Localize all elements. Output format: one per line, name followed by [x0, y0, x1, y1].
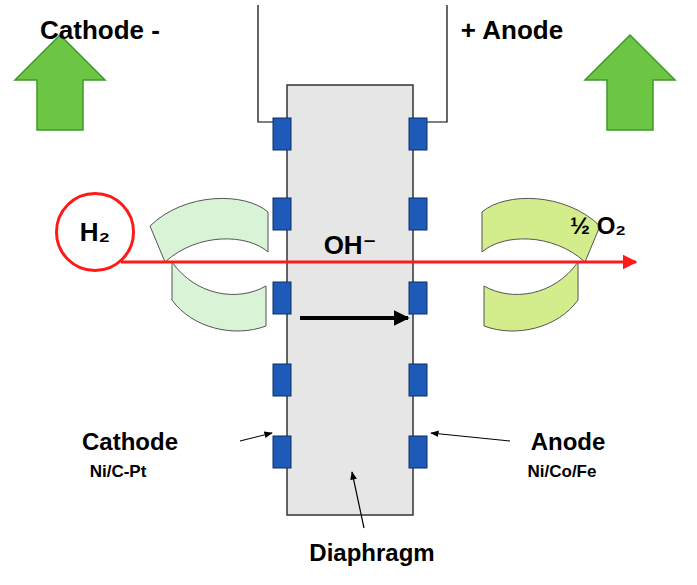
flow-line: [121, 261, 636, 264]
leader-arrow: [240, 433, 272, 441]
terminal-label: + Anode: [461, 16, 563, 45]
up-arrow: [585, 35, 675, 130]
up-arrow: [15, 35, 105, 130]
ion-arrow: [300, 316, 408, 320]
electrode-pad: [409, 198, 427, 230]
diaphragm: OH⁻: [287, 85, 413, 515]
electrode-pad: [409, 118, 427, 150]
electrode-pad: [409, 282, 427, 314]
leader-arrow: [431, 433, 510, 441]
electrode-pad: [273, 364, 291, 396]
electrode-pads: [273, 118, 427, 468]
gas-label: ½ O₂: [570, 213, 626, 239]
material-label: Ni/Co/Fe: [528, 463, 597, 482]
part-label: Diaphragm: [309, 540, 434, 566]
electrode-pad: [273, 198, 291, 230]
gas-ribbon: [150, 198, 268, 331]
electrode-pad: [409, 436, 427, 468]
terminal-label: Cathode -: [40, 16, 160, 45]
anode-wire: [425, 5, 447, 122]
ion-label: OH⁻: [321, 231, 380, 260]
electrode-pad: [273, 282, 291, 314]
leader-arrow: [352, 472, 364, 528]
material-label: Ni/C-Pt: [90, 463, 147, 482]
electrode-pad: [273, 118, 291, 150]
gas-label: H₂: [80, 218, 110, 247]
cathode-wire: [258, 5, 276, 122]
electrode-pad: [273, 436, 291, 468]
electrode-label: Cathode: [82, 429, 178, 455]
electrode-pad: [409, 364, 427, 396]
electrode-label: Anode: [531, 429, 606, 455]
gas-circle: H₂: [55, 192, 135, 272]
diaphragm-body: [287, 85, 413, 515]
